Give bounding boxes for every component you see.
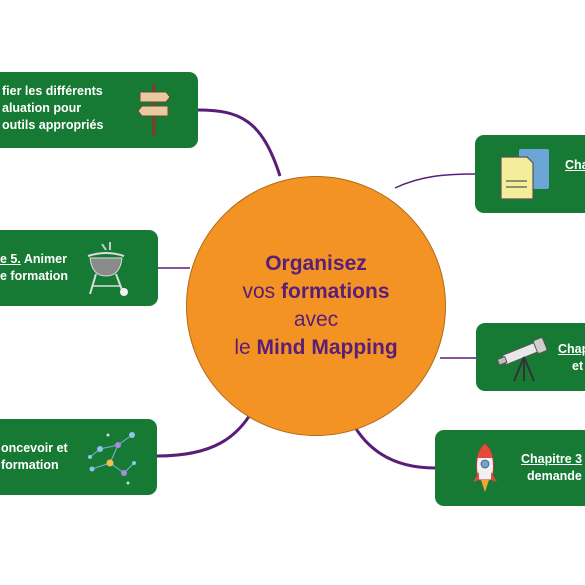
chapter-3-link[interactable]: Chapitre 3 — [521, 452, 583, 466]
telescope-icon — [496, 337, 548, 382]
chapter-5-link[interactable]: e 5. — [0, 252, 21, 266]
documents-icon — [500, 149, 549, 200]
center-line-4: le Mind Mapping — [234, 336, 398, 359]
chapter-link-mid-right[interactable]: Chap — [558, 342, 585, 356]
connector-top-left — [197, 108, 282, 177]
node-bottom-left[interactable]: oncevoir et formation — [0, 419, 157, 495]
barbecue-icon — [87, 242, 128, 296]
node-bottom-left-text: oncevoir et formation — [1, 441, 68, 472]
node-mid-right-text: Chap et — [558, 341, 585, 375]
rocket-icon — [473, 443, 497, 492]
node-mid-left[interactable]: e 5. Animer e formation — [0, 230, 158, 306]
node-top-right-text: Cha — [565, 157, 585, 174]
center-line-2: vos formations — [242, 280, 390, 303]
node-mid-left-text: e 5. Animer e formation — [0, 252, 69, 283]
signpost-icon — [137, 84, 171, 136]
node-mid-right[interactable]: Chap et — [476, 323, 585, 391]
node-bottom-right[interactable]: Chapitre 3 demande — [435, 430, 585, 506]
center-line-3: avec — [293, 308, 339, 331]
center-line-1: Organisez — [265, 252, 367, 275]
chapter-link-top-right[interactable]: Cha — [565, 158, 585, 172]
connector-top-right — [394, 173, 476, 189]
network-icon — [88, 432, 136, 485]
node-top-right[interactable]: Cha — [475, 135, 585, 213]
central-topic[interactable]: Organisez vos formations avec le Mind Ma… — [186, 176, 446, 436]
node-top-left-text: fier les différents aluation pour outils… — [2, 84, 104, 132]
connector-bottom-right — [350, 421, 436, 470]
node-bottom-right-text: Chapitre 3 demande — [521, 452, 583, 483]
node-top-left[interactable]: fier les différents aluation pour outils… — [0, 72, 198, 148]
